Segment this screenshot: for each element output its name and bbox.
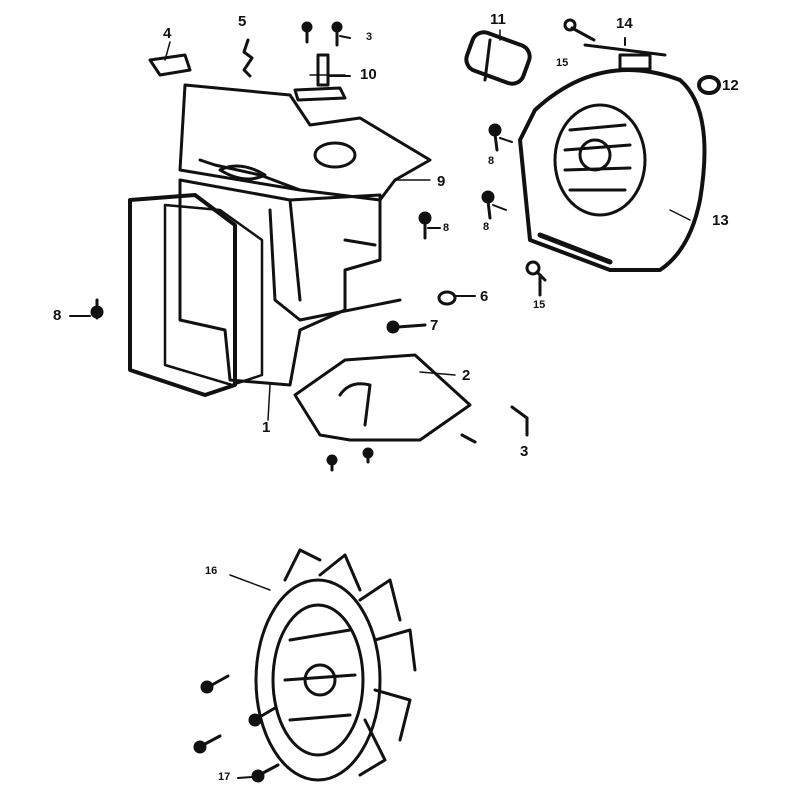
recoil-cover-part-13 <box>518 68 707 272</box>
nut-part-6 <box>437 290 476 306</box>
callout-8-mid: 8 <box>443 222 450 234</box>
screw-part-3-top <box>331 21 351 47</box>
fuel-tap-part-10 <box>293 53 351 102</box>
gasket-part-4 <box>148 53 192 77</box>
bolt-part-8-left <box>69 298 104 320</box>
callout-13: 13 <box>712 212 729 229</box>
callout-15-bottom: 15 <box>533 299 546 311</box>
bolt-part-8-mid <box>418 211 441 240</box>
gasket-frame <box>128 193 264 397</box>
clip-part-5 <box>242 38 254 78</box>
callout-7: 7 <box>430 317 439 334</box>
callout-5: 5 <box>238 13 247 30</box>
screw-part-bottom-left <box>326 454 338 472</box>
bolt-part-7 <box>386 320 427 334</box>
callout-3-top: 3 <box>366 31 373 43</box>
callout-4: 4 <box>163 25 172 42</box>
callout-10: 10 <box>360 66 377 83</box>
callout-15-top: 15 <box>556 57 569 69</box>
callout-6: 6 <box>480 288 489 305</box>
screw-part-top-left <box>301 21 313 44</box>
leader-lines <box>164 29 691 591</box>
bolt-part-17-d <box>237 763 280 783</box>
callout-11: 11 <box>490 11 506 28</box>
callout-17: 17 <box>218 771 231 783</box>
starter-handle-part-14 <box>583 37 667 71</box>
callout-8-cover-upper: 8 <box>488 155 495 167</box>
bolt-part-8-cover-lower <box>481 190 507 220</box>
bolt-part-15-bottom <box>525 260 547 297</box>
bolt-part-17-b <box>248 706 277 727</box>
nut-part-12 <box>697 75 721 95</box>
callout-12: 12 <box>722 77 739 94</box>
callout-9: 9 <box>437 173 446 190</box>
callout-16: 16 <box>205 565 218 577</box>
engine-base-part-2 <box>293 353 472 442</box>
callout-2: 2 <box>462 367 471 384</box>
callout-8-left: 8 <box>53 307 62 324</box>
callout-14: 14 <box>616 15 633 32</box>
cooling-fan-part-16 <box>254 548 417 782</box>
bolt-part-17-c <box>193 734 222 754</box>
engine-shroud-part-9 <box>178 83 432 202</box>
air-filter-part-11 <box>464 30 532 86</box>
callout-3-bottom: 3 <box>520 443 529 460</box>
callout-1: 1 <box>262 419 271 436</box>
screw-part-3-bottom <box>510 405 529 437</box>
callout-8-cover-lower: 8 <box>483 221 490 233</box>
bolt-part-17-a <box>200 674 230 694</box>
screw-part-bottom-mid <box>362 447 374 464</box>
crankcase-part-1 <box>178 178 402 387</box>
screw-part-bottom-right <box>460 433 477 444</box>
bolt-part-15-top <box>563 18 596 42</box>
bolt-part-8-cover-upper <box>488 123 513 152</box>
